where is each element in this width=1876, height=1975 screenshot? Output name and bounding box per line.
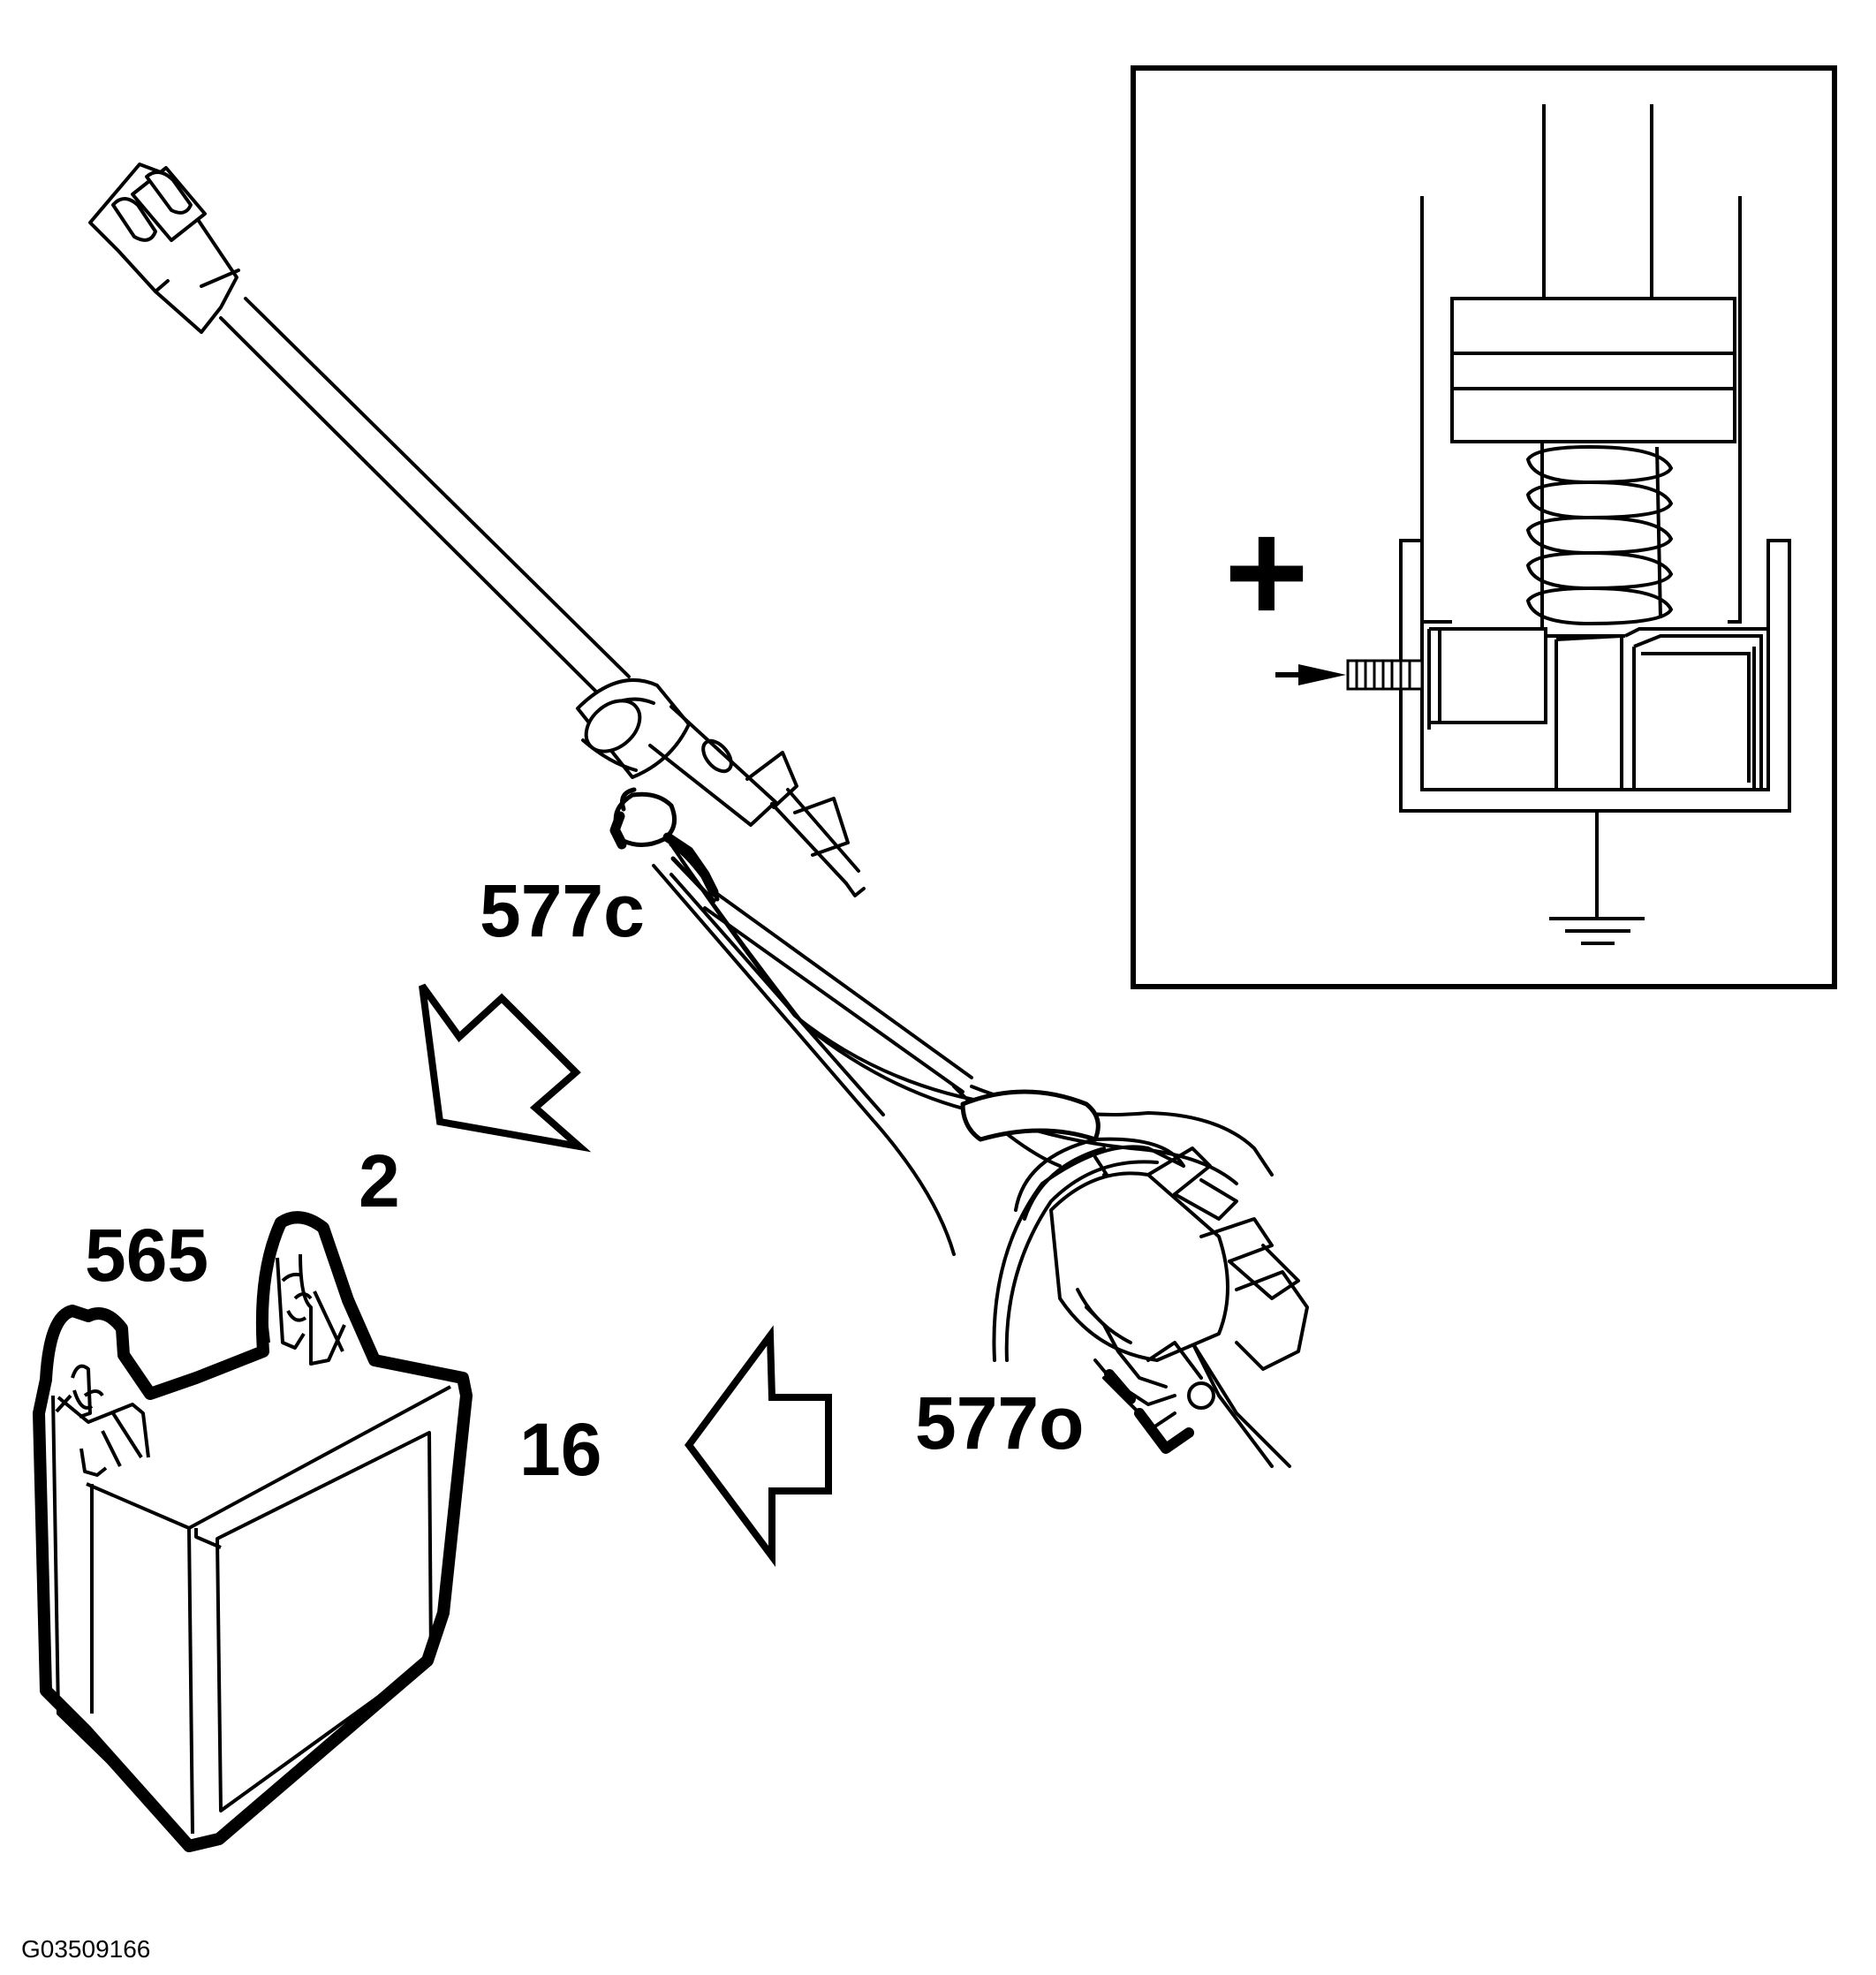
- connector-577c-plug: [609, 811, 719, 897]
- label-16: 16: [519, 1408, 601, 1491]
- connector-577o-plug: [1104, 1369, 1194, 1454]
- connector-577o-body: [1049, 1146, 1309, 1433]
- plus-symbol: +: [1224, 491, 1309, 653]
- cable-assembly: [88, 163, 1309, 1468]
- label-step-2: 2: [359, 1139, 400, 1222]
- spring-coil: [1525, 442, 1674, 629]
- arrow-lower-icon: [685, 1325, 832, 1568]
- adjust-screw: [1346, 659, 1424, 691]
- clevis-fork: [88, 163, 240, 334]
- figure-id: G03509166: [21, 1935, 150, 1963]
- pointer-arrow-icon: [1275, 664, 1346, 685]
- label-577o: 577o: [915, 1381, 1084, 1464]
- label-577c: 577c: [480, 869, 645, 952]
- label-565: 565: [85, 1214, 208, 1297]
- arrow-upper-icon: [419, 983, 592, 1153]
- push-rod: [219, 297, 631, 700]
- module-565: [33, 1211, 473, 1852]
- rod-sleeve: [576, 678, 866, 897]
- clamp-band: [960, 1089, 1101, 1142]
- inset-frame: [1131, 65, 1837, 989]
- inset-panel: [1131, 65, 1837, 989]
